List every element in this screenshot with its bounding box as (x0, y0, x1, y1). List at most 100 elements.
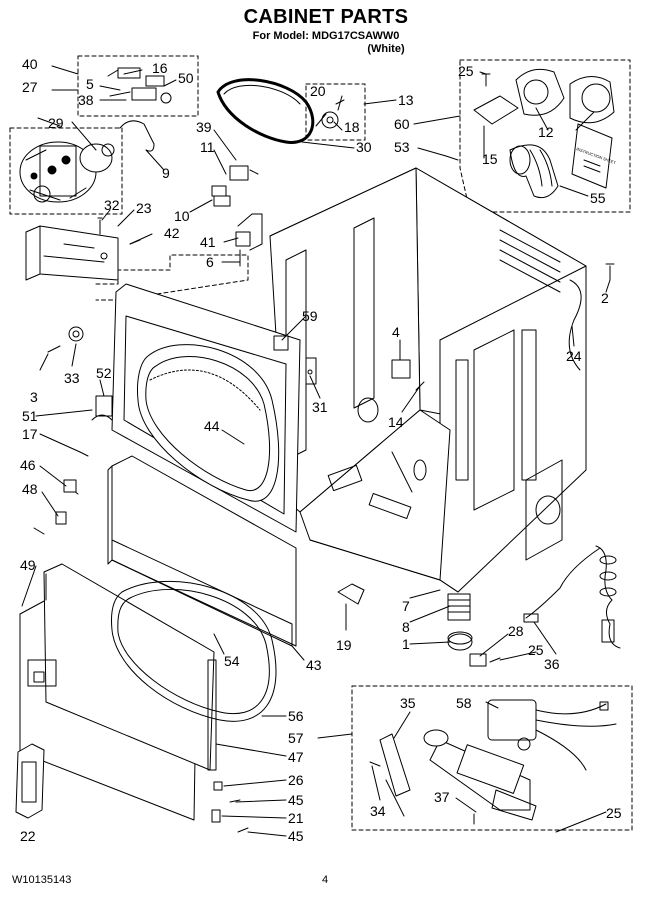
callout-23: 23 (136, 200, 152, 216)
callout-24: 24 (566, 348, 582, 364)
callout-16: 16 (152, 60, 168, 76)
motor (19, 141, 115, 203)
callout-26: 26 (288, 772, 304, 788)
thermal-parts (211, 165, 263, 251)
callout-27: 27 (22, 79, 38, 95)
door-gasket (111, 580, 277, 722)
cabinet (269, 167, 587, 593)
callout-49: 49 (20, 557, 36, 573)
callout-57: 57 (288, 730, 304, 746)
callout-14: 14 (388, 414, 404, 430)
page-title: CABINET PARTS (243, 6, 409, 28)
callout-19: 19 (336, 637, 352, 653)
group-box-top-left (77, 55, 199, 117)
callout-41: 41 (200, 234, 216, 250)
power-cord (523, 545, 621, 649)
door-handle (15, 743, 45, 819)
callout-34: 34 (370, 803, 386, 819)
callout-46: 46 (20, 457, 36, 473)
group-boxes (9, 55, 633, 831)
callout-38: 38 (78, 92, 94, 108)
callout-12: 12 (538, 124, 554, 140)
leader-lines (21, 65, 611, 837)
callout-59: 59 (302, 308, 318, 324)
callout-21: 21 (288, 810, 304, 826)
screws (33, 73, 615, 833)
callout-48: 48 (22, 481, 38, 497)
callout-13: 13 (398, 92, 414, 108)
callout-51: 51 (22, 408, 38, 424)
callout-31: 31 (312, 399, 328, 415)
vent-plate (473, 95, 519, 125)
document-number: W10135143 (12, 874, 72, 886)
callout-4: 4 (392, 324, 400, 340)
vent-kit: INSTRUCTION SHEET (473, 68, 617, 199)
callout-22: 22 (20, 828, 36, 844)
callout-6: 6 (206, 254, 214, 270)
color-line: (White) (367, 43, 405, 55)
callout-2: 2 (601, 290, 609, 306)
callout-56: 56 (288, 708, 304, 724)
callout-9: 9 (162, 165, 170, 181)
callout-29: 29 (48, 115, 64, 131)
callout-44: 44 (204, 418, 220, 434)
drive-belt (216, 78, 315, 144)
callout-numbers: 40 27 16 5 50 38 29 9 39 11 20 18 13 30 … (20, 56, 622, 844)
vent-hood-right (569, 76, 615, 124)
cabinet-base (299, 409, 451, 581)
callout-60: 60 (394, 116, 410, 132)
callout-1: 1 (402, 636, 410, 652)
group-box-burner (351, 685, 633, 831)
callout-40: 40 (22, 56, 38, 72)
model-line: For Model: MDG17CSAWW0 (252, 30, 400, 42)
callout-53: 53 (394, 139, 410, 155)
callout-42: 42 (164, 225, 180, 241)
callout-17: 17 (22, 426, 38, 442)
switch-group (107, 67, 172, 104)
callout-28: 28 (508, 623, 524, 639)
callout-3: 3 (30, 389, 38, 405)
callout-45-lower: 45 (288, 828, 304, 844)
callout-8: 8 (402, 619, 410, 635)
callout-32: 32 (104, 197, 120, 213)
page-number: 4 (322, 874, 329, 886)
burner-assembly (379, 699, 617, 821)
callout-25-bottom: 25 (606, 805, 622, 821)
callout-33: 33 (64, 370, 80, 386)
callout-25-mid: 25 (528, 642, 544, 658)
group-box-motor (9, 127, 123, 215)
group-box-vent-kit (459, 59, 631, 213)
callout-25-top: 25 (458, 63, 474, 79)
callout-7: 7 (402, 598, 410, 614)
callout-58: 58 (456, 695, 472, 711)
group-box-idler (305, 83, 366, 141)
vent-hood-left (515, 68, 565, 116)
leveling-leg (447, 593, 473, 651)
callout-39: 39 (196, 119, 212, 135)
callout-10: 10 (174, 208, 190, 224)
callout-55: 55 (590, 190, 606, 206)
motor-clip (119, 120, 155, 152)
callout-47: 47 (288, 749, 304, 765)
callout-18: 18 (344, 119, 360, 135)
callout-54: 54 (224, 653, 240, 669)
callout-36: 36 (544, 656, 560, 672)
callout-45-upper: 45 (288, 792, 304, 808)
front-panel (111, 283, 317, 533)
callout-30: 30 (356, 139, 372, 155)
motor-mount (25, 217, 119, 281)
callout-52: 52 (96, 365, 112, 381)
instruction-sheet (571, 123, 613, 189)
group-box-front-panel (95, 254, 249, 301)
callout-5: 5 (86, 76, 94, 92)
front-panel-door-opening (137, 344, 280, 502)
callout-50: 50 (178, 70, 194, 86)
callout-35: 35 (400, 695, 416, 711)
vent-elbow (509, 144, 559, 199)
callout-43: 43 (306, 657, 322, 673)
door-assembly (15, 563, 277, 821)
callout-37: 37 (434, 789, 450, 805)
callout-11: 11 (200, 139, 215, 155)
callout-20: 20 (310, 83, 326, 99)
